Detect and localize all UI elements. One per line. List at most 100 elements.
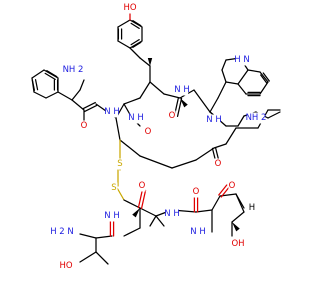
tyrosine-oh-label-background [123,2,137,14]
indole-nh-label-background [235,54,249,66]
double-bond [220,186,230,198]
double-bond [84,104,98,113]
double-bond [176,97,183,117]
ring-amide-nh-label-background [165,208,179,220]
tyrosine-ring-double-bond [132,20,142,27]
bond [71,89,81,101]
wedge-bond [180,98,188,108]
double-bond [137,189,144,209]
bond [95,251,109,265]
bond [267,111,281,119]
ring-carbonyl-label-background [138,180,146,192]
double-bond [262,72,270,82]
phenylalanine-carbonyl-label: O [81,121,88,131]
tyrosine-ring-bond [117,40,131,49]
n-terminal-amine-label-background [64,64,82,76]
bond [231,211,245,223]
bond [155,215,165,227]
wedge-bond [147,58,153,66]
bond [71,99,85,111]
tyrosine-ring-double-bond [132,41,142,48]
penicillamine-amide-nh-label-background [105,210,119,222]
lower-ring-bond [195,209,213,213]
backbone-bond [115,117,121,141]
threonine-oh-label: OH [231,239,244,249]
tyr-trp-amide-nh-label-background [175,84,189,96]
cysteine-carbonyl-label-background [144,126,152,138]
indole-nh-label: H N [234,55,249,65]
double-bond [31,79,36,91]
tryptophan-carbonyl-label: O [215,159,222,169]
phenylalanine-carbonyl-label-background [80,120,88,132]
tyrosine-carbonyl-label: O [169,111,176,121]
lysine-amine-label-background [247,112,265,124]
penicillamine-amide-nh-label: N H [104,211,119,221]
ring-carbonyl-label: O [139,181,146,191]
sulfur-atom-label-background [116,158,124,170]
double-bond [218,184,228,196]
bond [149,215,157,227]
sulfur-atom-label: S [111,183,116,193]
bond [79,251,97,263]
backbone-bond [225,127,237,145]
n-terminal-amine-label: NH 2 [63,65,84,75]
bond [139,57,151,67]
backbone-bond [139,155,173,169]
tyrosine-ring-double-bond [130,39,140,46]
phenyl-ring-bond [33,91,47,99]
indole-bond [259,81,269,95]
phenyl-ring-bond [31,69,45,79]
stereo-hydrogen-label-background [248,202,256,214]
tyr-trp-amide-nh-label: N H [174,85,189,95]
bond [217,81,227,99]
ring-amide-nh-label: N H [164,209,179,219]
indole-bond [225,81,239,85]
indole-bond [247,69,261,73]
threonine-carbonyl-label: O [229,181,236,191]
lysine-amine-label: NH 2 [246,113,267,123]
threoninol-oh-label-background [59,260,73,272]
tryptophan-carbonyl-label-background [214,158,222,170]
cys-tyr-amide-nh-label: N H [128,113,143,123]
threonine-amide-nh-label-background [191,226,205,238]
c-terminal-amide-label-background [53,226,71,238]
bond [79,79,85,91]
phe-cys-amide-nh-label-background [105,106,119,118]
double-bond [34,79,39,91]
bond [79,233,97,239]
cysteine-carbonyl-label: O [145,127,152,137]
phe-cys-amide-nh-label: N H [104,107,119,117]
bond [237,115,245,127]
bond [237,69,249,85]
trp-lys-amide-nh-label: N H [206,115,221,125]
double-bond [260,74,268,84]
double-bond [82,101,96,110]
threoninol-oh-label: HO [59,261,72,271]
threonine-oh-label-background [231,238,245,250]
cys-tyr-amide-nh-label-background [129,112,143,124]
bond [123,199,141,209]
stereo-hydrogen-label: H [249,203,255,213]
bond [209,97,219,113]
bond [139,207,157,217]
double-bond [44,72,56,80]
indole-bond [221,69,227,83]
backbone-bond [193,89,211,113]
lysine-carbonyl-label: O [193,187,200,197]
backbone-bond [171,159,197,169]
backbone-bond [123,97,141,105]
lysine-carbonyl-label-background [192,186,200,198]
phenyl-ring-bond [45,91,59,99]
double-bond [140,189,147,209]
bond [95,235,113,239]
double-bond [46,70,58,78]
tyrosine-oh-label: HO [123,3,136,13]
indole-bond [221,59,227,71]
indole-bond [259,71,269,83]
trp-lys-amide-nh-label-background [207,114,221,126]
backbone-bond [195,147,215,161]
bond [129,47,141,59]
phenyl-ring-bond [43,69,59,79]
